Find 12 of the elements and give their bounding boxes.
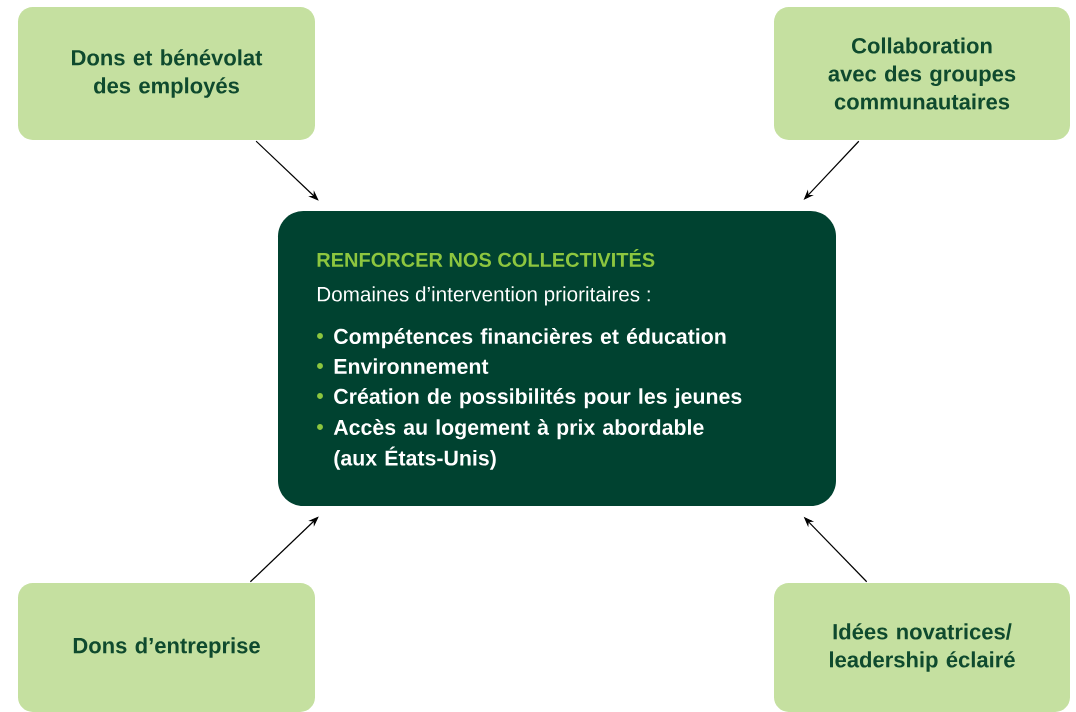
bullet-item: Environnement [334, 358, 489, 374]
arrow [255, 140, 319, 201]
heading: RENFORCER NOS COLLECTIVITÉS [317, 249, 655, 267]
text-box: Dons et bénévolat des employés [18, 7, 315, 140]
text-box: Dons d’entreprise [18, 583, 315, 712]
bullet-item: Compétences financières et éducation [334, 328, 726, 349]
bullet-item: Création de possibilités pour les jeunes [334, 388, 742, 409]
text-box: Collaboration avec des groupes communautaires [774, 7, 1070, 140]
text-box: Idées novatrices/ leadership éclairé [774, 583, 1070, 712]
arrow [249, 516, 319, 583]
subheading: Domaines d’intervention prioritaires : [317, 286, 650, 306]
bullet-item: Accès au logement à prix abordable (aux États-Unis) [333, 419, 704, 470]
